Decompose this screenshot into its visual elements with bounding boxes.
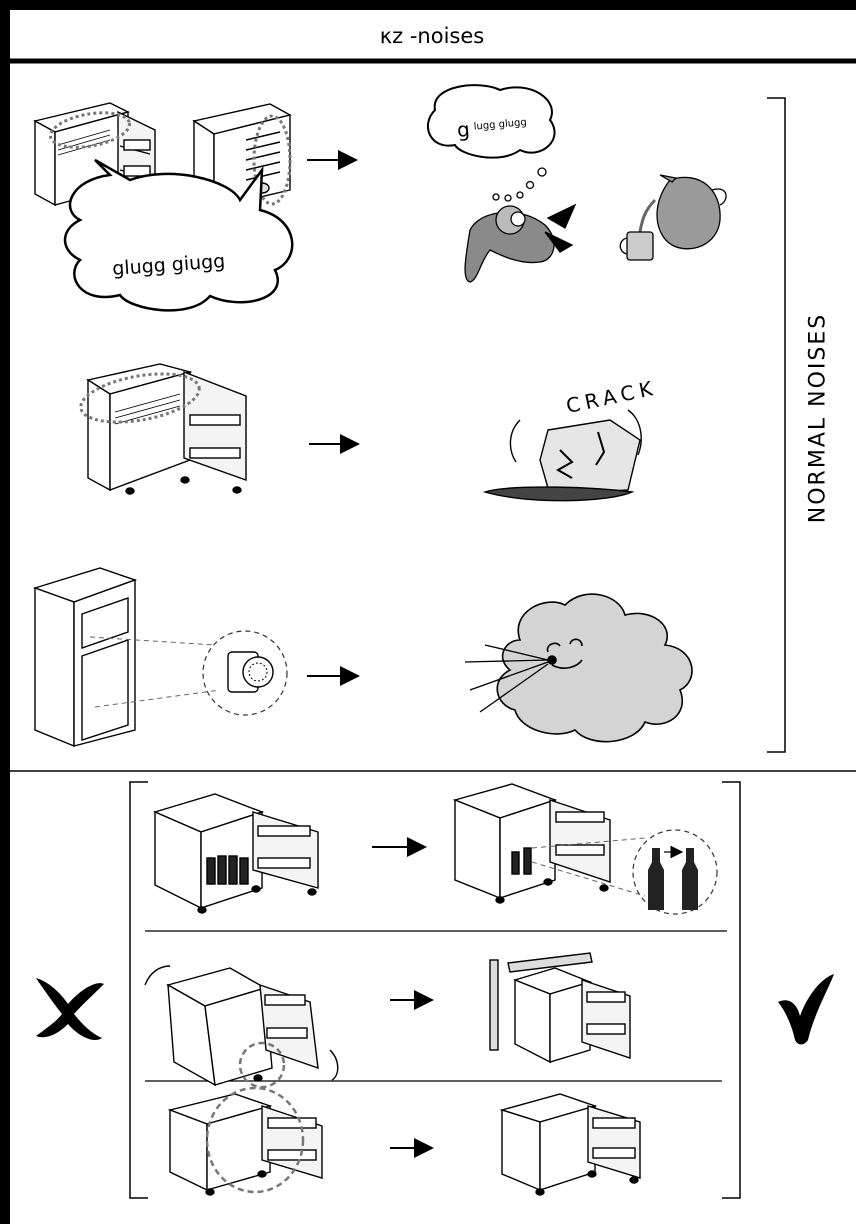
page-title: κz -noises	[10, 12, 854, 60]
cracking-ice-illustration	[485, 410, 641, 501]
diver-bubble-g: g	[456, 117, 471, 142]
fridge-with-bottles-wrong	[155, 794, 318, 913]
normal-noises-label: NORMAL NOISES	[806, 313, 831, 523]
tilted-fridge-wrong	[145, 966, 338, 1085]
tall-fridge	[35, 568, 135, 746]
normal-noises-bracket	[767, 98, 785, 752]
bubbles-dots	[493, 168, 546, 201]
right-mark-icon	[778, 974, 834, 1045]
left-bracket	[130, 782, 148, 1198]
leveled-fridge-right	[490, 953, 630, 1062]
wrong-mark-icon	[36, 978, 104, 1040]
blowing-cloud-illustration	[465, 594, 692, 742]
open-fridge-wrong	[170, 1094, 322, 1195]
speech-bubble	[65, 160, 292, 310]
open-fridge-right	[502, 1094, 640, 1195]
open-fridge-2	[88, 364, 246, 494]
jug-pouring-illustration	[620, 175, 726, 260]
right-bracket	[722, 782, 740, 1198]
crack-text: CRACK	[564, 375, 659, 418]
diver-illustration	[465, 205, 575, 282]
